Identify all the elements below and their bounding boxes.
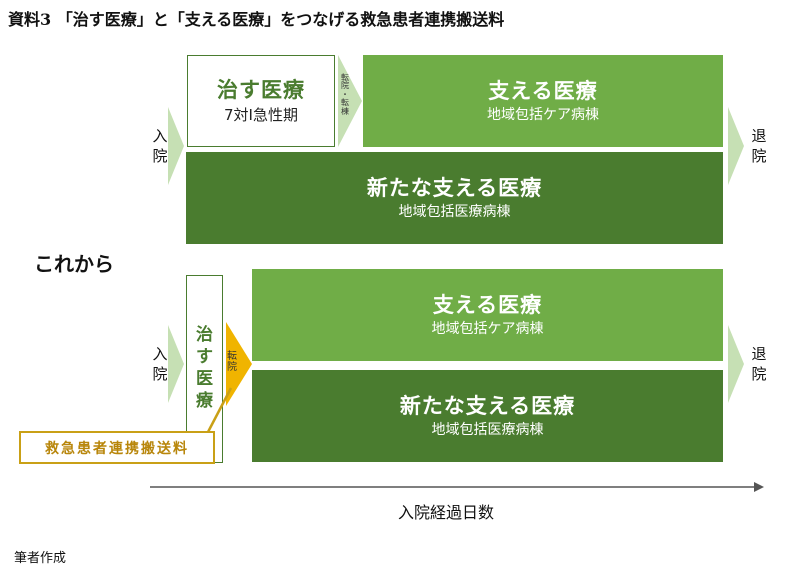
top-new-support-box: 新たな支える医療 地域包括医療病棟 — [186, 152, 723, 244]
top-transfer-char: 院 — [341, 81, 349, 91]
top-admission-char: 院 — [152, 147, 168, 166]
top-new-support-title: 新たな支える医療 — [366, 175, 543, 200]
top-transfer-char: 転 — [341, 73, 349, 82]
top-discharge-char: 院 — [751, 147, 767, 166]
axis-label: 入院経過日数 — [398, 503, 495, 522]
section-label: これから — [34, 252, 114, 276]
top-admission-label: 入 院 — [150, 126, 170, 167]
top-support-title: 支える医療 — [488, 78, 598, 103]
bottom-cure-char: 療 — [196, 391, 213, 412]
callout-box: 救急患者連携搬送料 — [19, 431, 215, 464]
top-cure-title: 治す医療 — [217, 77, 305, 102]
bottom-support-title: 支える医療 — [432, 292, 543, 317]
top-support-subtitle: 地域包括ケア病棟 — [487, 106, 599, 123]
top-cure-subtitle: 7対Ⅰ急性期 — [224, 106, 298, 125]
top-discharge-arrow-icon — [728, 107, 744, 185]
top-transfer-label: 転 院 ・ 転 棟 — [340, 73, 350, 116]
bottom-admission-label: 入 院 — [150, 344, 170, 385]
top-discharge-label: 退 院 — [749, 126, 769, 167]
top-cure-box: 治す医療 7対Ⅰ急性期 — [187, 55, 335, 147]
top-admission-char: 入 — [152, 127, 168, 145]
bottom-discharge-label: 退 院 — [749, 344, 769, 385]
bottom-admission-char: 院 — [152, 365, 168, 384]
bottom-new-support-box: 新たな支える医療 地域包括医療病棟 — [252, 370, 723, 462]
bottom-transfer-char: 院 — [227, 361, 237, 373]
bottom-admission-arrow-icon — [168, 325, 184, 403]
top-transfer-arrow-icon — [338, 55, 362, 147]
bottom-cure-char: 医 — [196, 369, 213, 390]
top-transfer-char: ・ — [341, 89, 349, 99]
bottom-new-support-subtitle: 地域包括医療病棟 — [431, 421, 544, 438]
bottom-cure-char: 治 — [196, 325, 213, 345]
bottom-support-subtitle: 地域包括ケア病棟 — [431, 320, 544, 337]
bottom-cure-char: す — [196, 347, 213, 368]
bottom-transfer-label: 転 院 — [227, 351, 237, 373]
bottom-discharge-char: 院 — [751, 365, 767, 384]
bottom-transfer-char: 転 — [227, 351, 237, 362]
top-transfer-char: 転 — [341, 98, 349, 108]
bottom-admission-char: 入 — [152, 345, 168, 363]
bottom-transfer-arrow-icon — [226, 322, 252, 406]
top-admission-arrow-icon — [168, 107, 184, 185]
bottom-discharge-char: 退 — [751, 345, 767, 363]
time-axis-arrow — [150, 482, 764, 492]
top-discharge-char: 退 — [751, 127, 767, 145]
top-new-support-subtitle: 地域包括医療病棟 — [398, 203, 511, 220]
diagram-title: 資料3 「治す医療」と「支える医療」をつなげる救急患者連携搬送料 — [8, 10, 505, 29]
bottom-discharge-arrow-icon — [728, 325, 744, 403]
callout-leader-line — [206, 387, 233, 433]
bottom-new-support-title: 新たな支える医療 — [399, 393, 576, 418]
top-transfer-char: 棟 — [341, 106, 349, 116]
bottom-support-box: 支える医療 地域包括ケア病棟 — [252, 269, 723, 361]
source-note: 筆者作成 — [14, 551, 67, 566]
top-support-box: 支える医療 地域包括ケア病棟 — [363, 55, 723, 147]
